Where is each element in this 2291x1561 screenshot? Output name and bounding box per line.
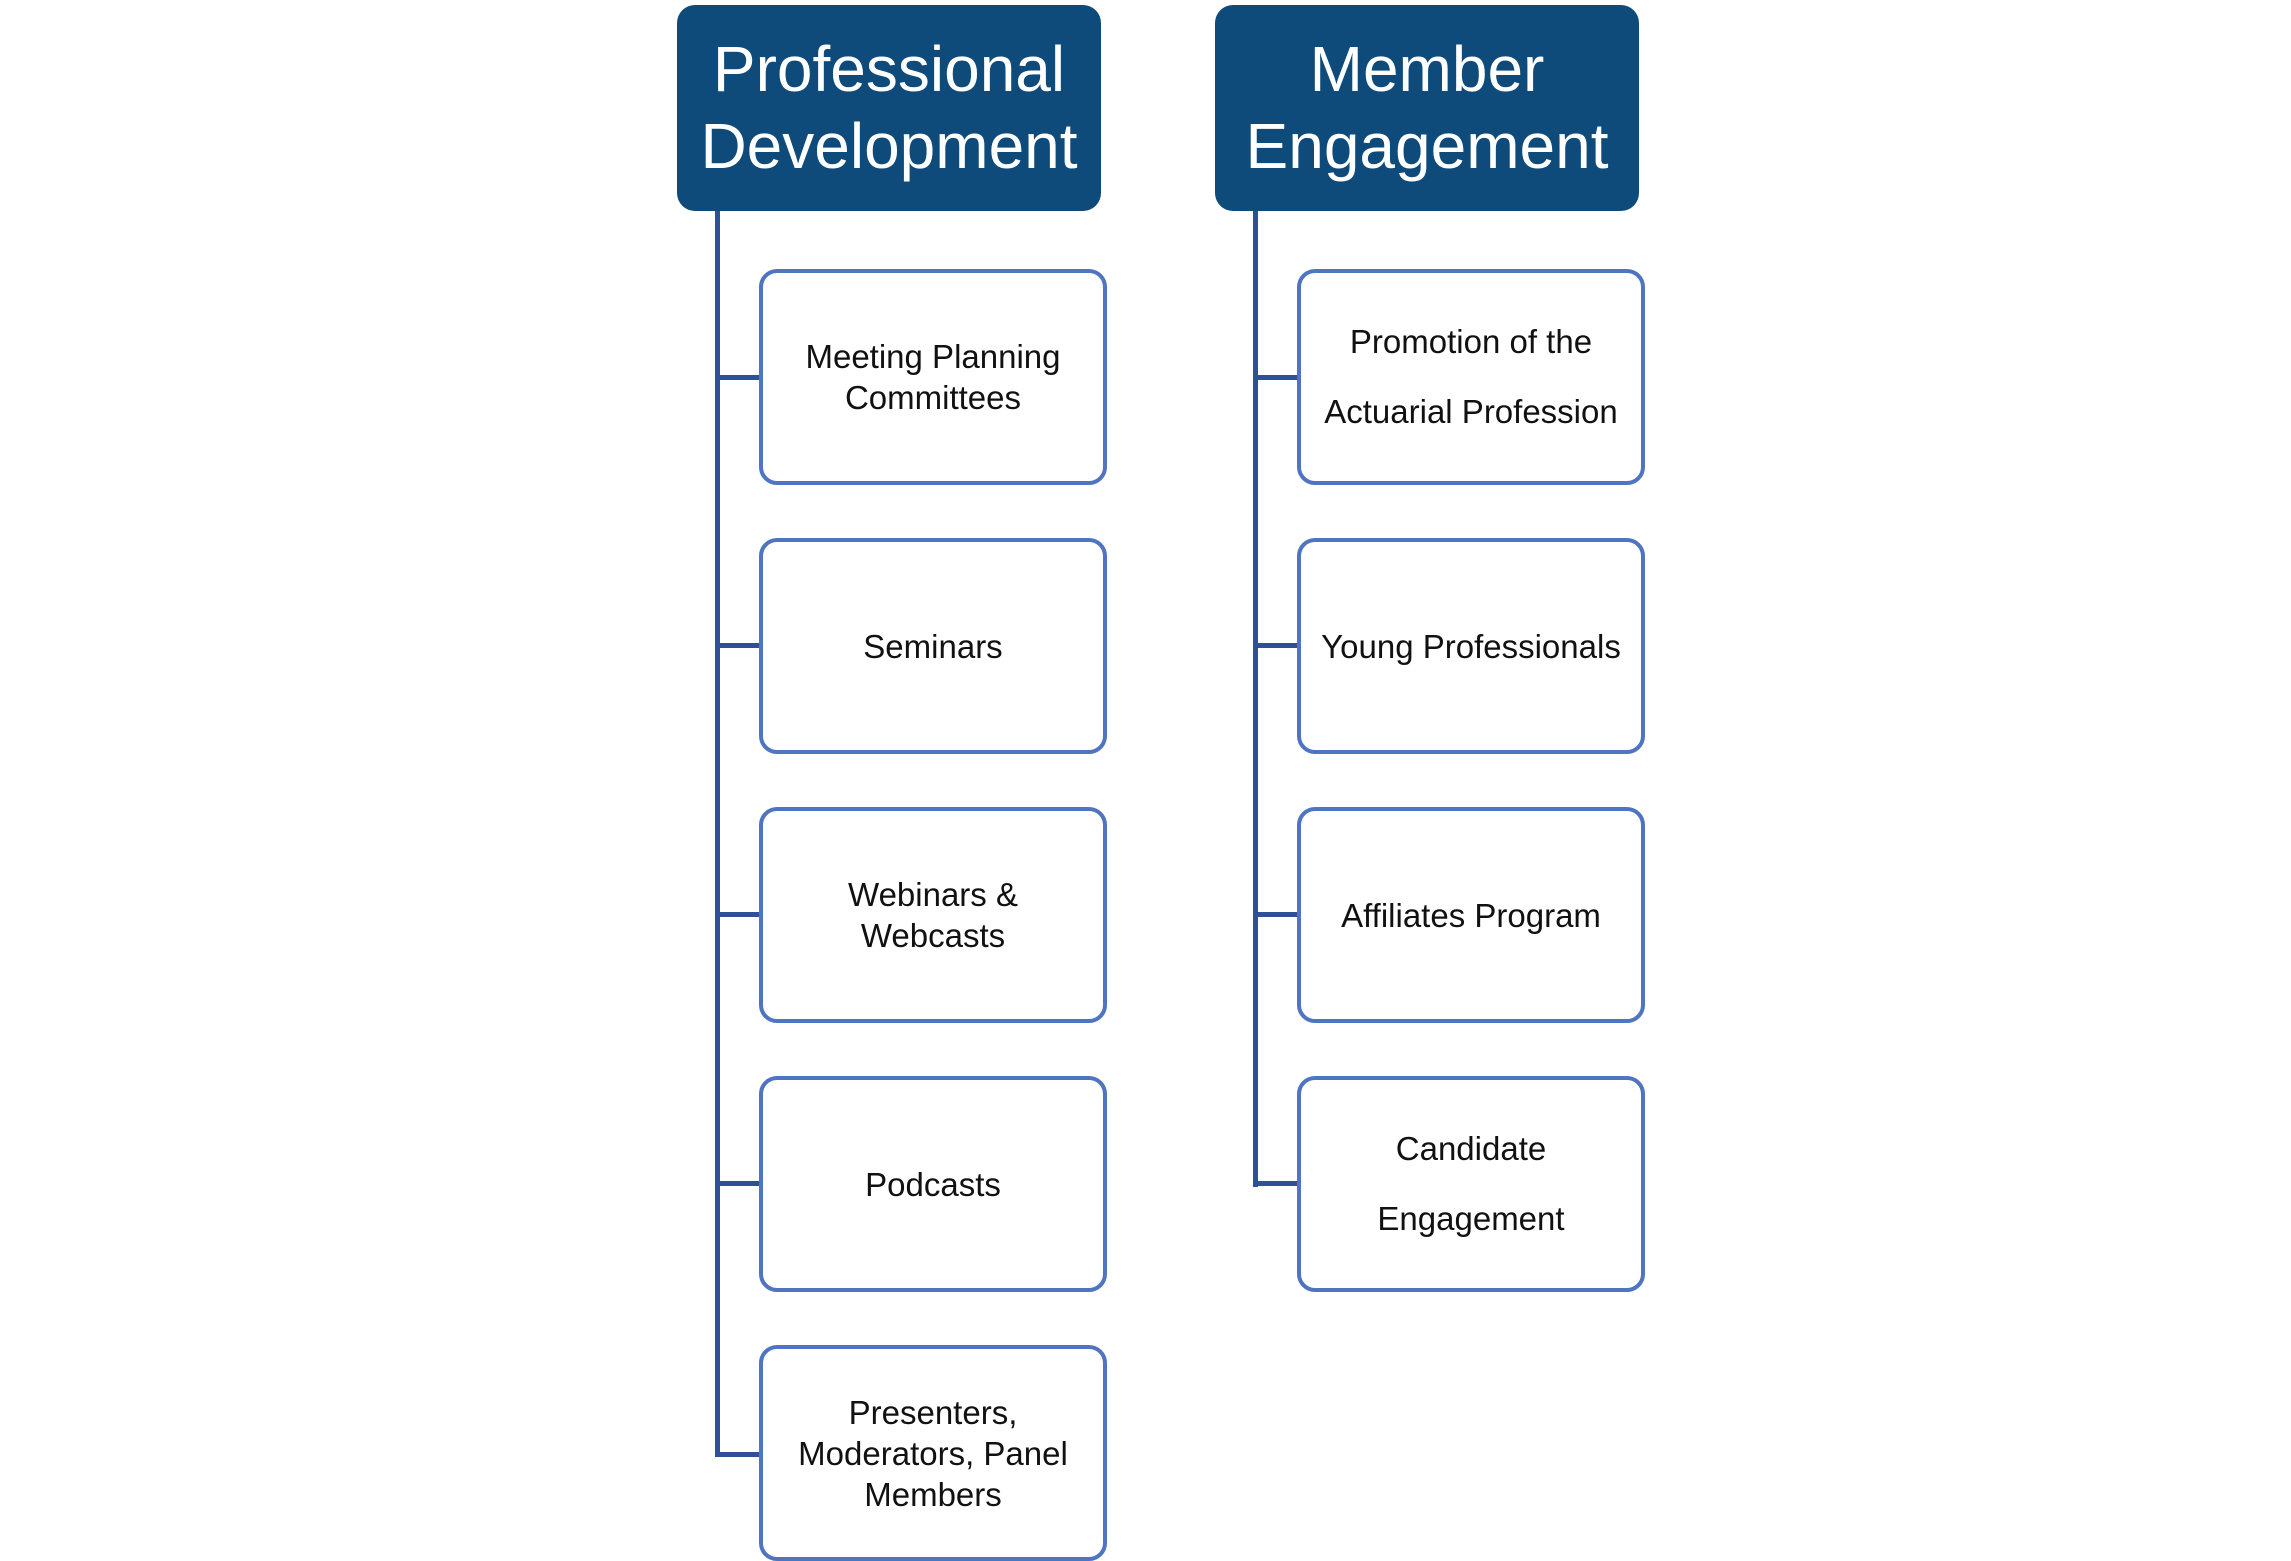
item-presenters-moderators-panel-members: Presenters, Moderators, Panel Members bbox=[759, 1345, 1107, 1561]
connector-branch bbox=[715, 643, 759, 648]
connector-branch bbox=[1253, 912, 1297, 917]
connector-branch bbox=[1253, 643, 1297, 648]
connector-branch bbox=[715, 375, 759, 380]
professional-development-title: Professional Development bbox=[700, 33, 1078, 182]
member-engagement-title: Member Engagement bbox=[1245, 33, 1609, 182]
connector-branch bbox=[715, 1181, 759, 1186]
item-webinars-webcasts: Webinars & Webcasts bbox=[759, 807, 1107, 1023]
connector-branch bbox=[1253, 375, 1297, 380]
member-engagement-header: Member Engagement bbox=[1215, 5, 1639, 211]
item-candidate-engagement: Candidate Engagement bbox=[1297, 1076, 1645, 1292]
item-young-professionals: Young Professionals bbox=[1297, 538, 1645, 754]
connector-branch bbox=[1253, 1181, 1297, 1186]
item-promotion-of-the-actuarial-profession: Promotion of the Actuarial Profession bbox=[1297, 269, 1645, 485]
item-seminars: Seminars bbox=[759, 538, 1107, 754]
professional-development-connector bbox=[715, 211, 720, 1457]
item-podcasts: Podcasts bbox=[759, 1076, 1107, 1292]
connector-branch bbox=[715, 1452, 759, 1457]
professional-development-header: Professional Development bbox=[677, 5, 1101, 211]
member-engagement-connector bbox=[1253, 211, 1258, 1187]
item-meeting-planning-committees: Meeting Planning Committees bbox=[759, 269, 1107, 485]
connector-branch bbox=[715, 912, 759, 917]
item-affiliates-program: Affiliates Program bbox=[1297, 807, 1645, 1023]
